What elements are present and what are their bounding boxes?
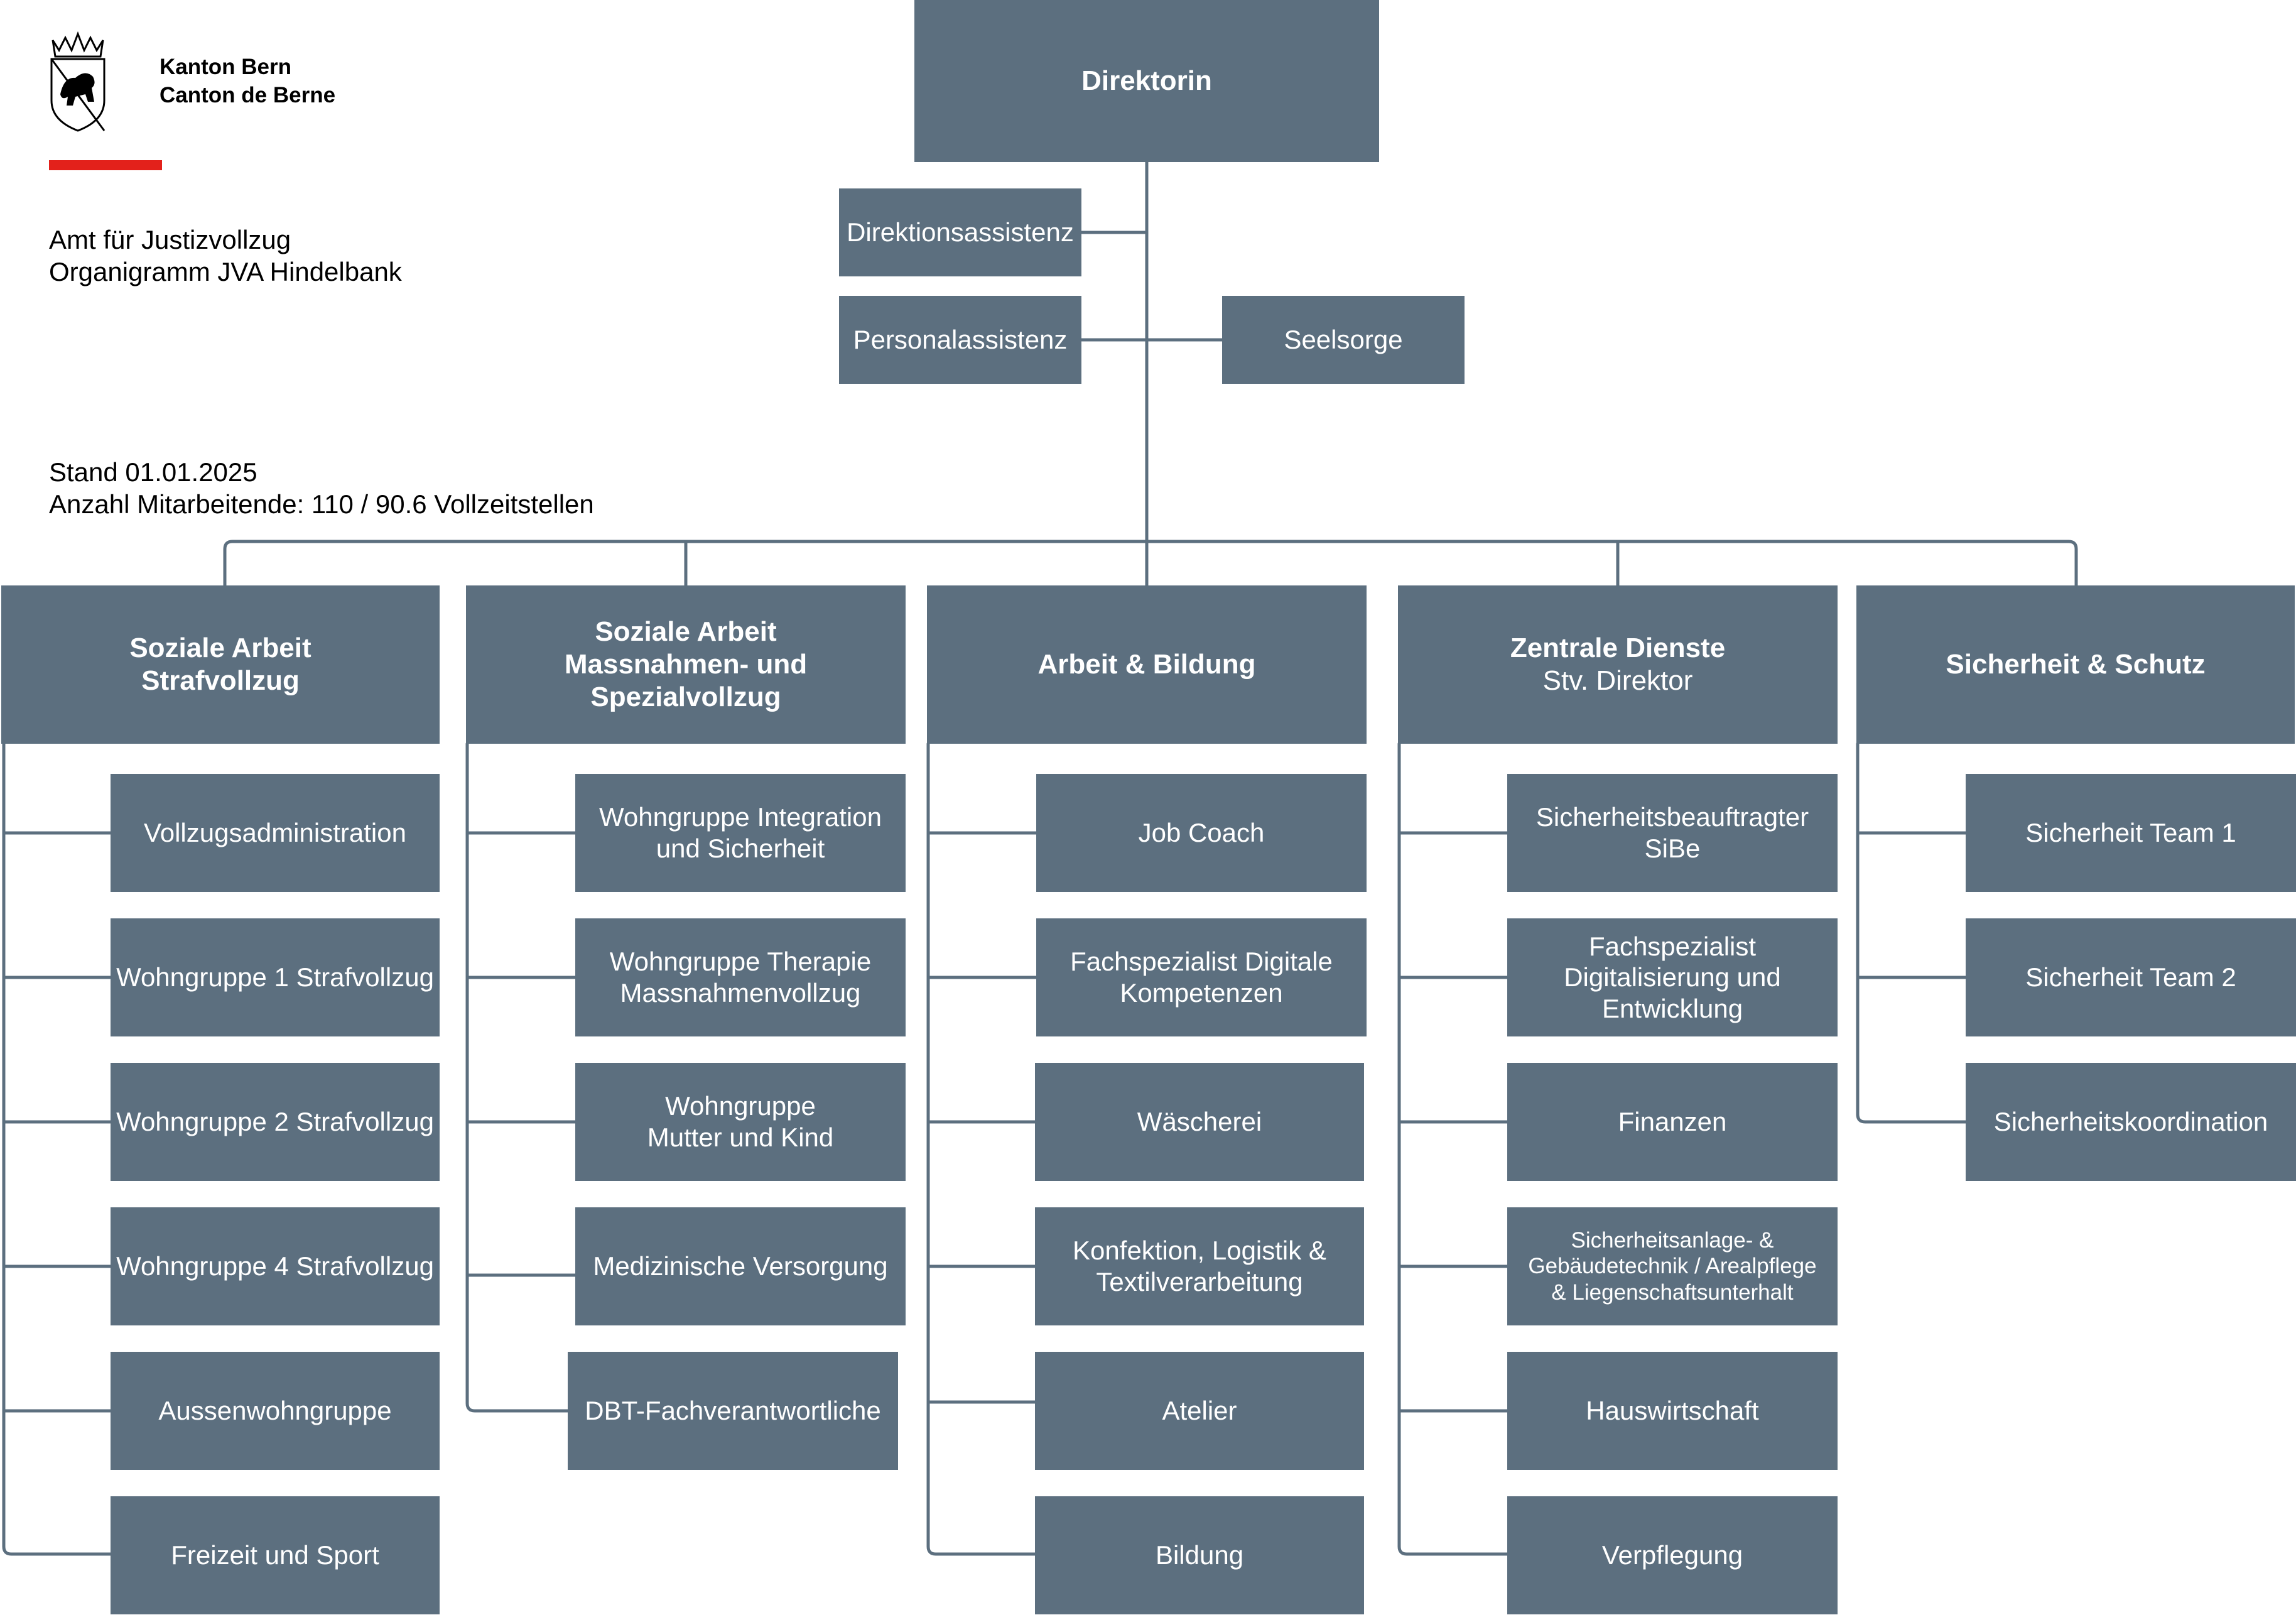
department-subtitle: Stv. Direktor: [1542, 665, 1693, 696]
unit-label: Sicherheitskoordination: [1993, 1107, 2268, 1137]
unit-label: Hauswirtschaft: [1586, 1396, 1759, 1426]
department-box-soziale-arbeit-strafvollzug: Soziale Arbeit Strafvollzug: [1, 585, 440, 744]
department-title: Soziale Arbeit Massnahmen- und Spezialvo…: [564, 616, 808, 712]
unit-label: Sicherheitsanlage- & Gebäudetechnik / Ar…: [1528, 1228, 1817, 1305]
department-bus-line: [223, 540, 2078, 587]
unit-box: DBT-Fachverantwortliche: [568, 1352, 898, 1470]
status-date: Stand 01.01.2025: [49, 457, 257, 487]
unit-label: Atelier: [1162, 1396, 1237, 1426]
unit-box: Freizeit und Sport: [111, 1496, 440, 1614]
unit-box: Konfektion, Logistik & Textilverarbeitun…: [1035, 1207, 1364, 1325]
director-label: Direktorin: [1081, 65, 1212, 97]
director-box: Direktorin: [914, 0, 1379, 162]
unit-box: Wohngruppe 1 Strafvollzug: [111, 918, 440, 1036]
unit-box: Finanzen: [1507, 1063, 1838, 1181]
unit-box: Fachspezialist Digitalisierung und Entwi…: [1507, 918, 1838, 1036]
bern-coat-of-arms-icon: [50, 31, 106, 132]
column-5-spine: [1856, 742, 1968, 1124]
unit-label: Job Coach: [1138, 818, 1265, 848]
unit-box: Wäscherei: [1035, 1063, 1364, 1181]
department-box-arbeit-bildung: Arbeit & Bildung: [927, 585, 1367, 744]
brand-accent-bar: [49, 160, 162, 170]
unit-box: Sicherheitsanlage- & Gebäudetechnik / Ar…: [1507, 1207, 1838, 1325]
department-box-zentrale-dienste: Zentrale Dienste Stv. Direktor: [1398, 585, 1838, 744]
unit-label: Sicherheit Team 2: [2025, 962, 2236, 992]
unit-label: Aussenwohngruppe: [158, 1396, 392, 1426]
column-4-spine: [1397, 742, 1509, 1556]
unit-box: Hauswirtschaft: [1507, 1352, 1838, 1470]
unit-label: Vollzugsadministration: [144, 818, 406, 848]
status-block: Stand 01.01.2025 Anzahl Mitarbeitende: 1…: [49, 456, 594, 520]
unit-label: Wohngruppe 2 Strafvollzug: [116, 1107, 434, 1137]
staff-label: Direktionsassistenz: [847, 217, 1074, 247]
unit-label: Wohngruppe 4 Strafvollzug: [116, 1251, 434, 1281]
unit-label: Konfektion, Logistik & Textilverarbeitun…: [1073, 1236, 1326, 1297]
unit-box: Wohngruppe 4 Strafvollzug: [111, 1207, 440, 1325]
unit-label: Sicherheit Team 1: [2025, 818, 2236, 848]
brand-line-de: Kanton Bern: [160, 55, 291, 79]
column-2-spine: [465, 742, 570, 1413]
unit-box: Sicherheitsbeauftragter SiBe: [1507, 774, 1838, 892]
unit-box: Wohngruppe 2 Strafvollzug: [111, 1063, 440, 1181]
unit-label: Wohngruppe Mutter und Kind: [647, 1091, 834, 1152]
unit-box: Sicherheitskoordination: [1966, 1063, 2296, 1181]
unit-label: Bildung: [1155, 1540, 1244, 1570]
unit-box: Job Coach: [1036, 774, 1367, 892]
unit-box: Sicherheit Team 1: [1966, 774, 2296, 892]
unit-box: Verpflegung: [1507, 1496, 1838, 1614]
unit-box: Vollzugsadministration: [111, 774, 440, 892]
staff-label: Seelsorge: [1284, 325, 1403, 355]
department-title: Soziale Arbeit Strafvollzug: [129, 633, 311, 696]
department-title: Sicherheit & Schutz: [1946, 649, 2206, 680]
unit-label: Fachspezialist Digitalisierung und Entwi…: [1564, 931, 1781, 1023]
column-1-spine: [2, 742, 112, 1556]
unit-box: Wohngruppe Integration und Sicherheit: [575, 774, 906, 892]
unit-box: Atelier: [1035, 1352, 1364, 1470]
unit-label: DBT-Fachverantwortliche: [585, 1396, 881, 1426]
column-3-spine: [926, 742, 1037, 1556]
unit-box: Medizinische Versorgung: [575, 1207, 906, 1325]
unit-box: Wohngruppe Therapie Massnahmenvollzug: [575, 918, 906, 1036]
department-title: Arbeit & Bildung: [1037, 649, 1256, 680]
office-name: Amt für Justizvollzug: [49, 225, 291, 254]
unit-label: Wohngruppe Therapie Massnahmenvollzug: [609, 947, 872, 1008]
staff-box-direktionsassistenz: Direktionsassistenz: [839, 188, 1081, 276]
unit-box: Aussenwohngruppe: [111, 1352, 440, 1470]
office-block: Amt für Justizvollzug Organigramm JVA Hi…: [49, 224, 402, 288]
unit-label: Fachspezialist Digitale Kompetenzen: [1070, 947, 1333, 1008]
unit-box: Fachspezialist Digitale Kompetenzen: [1036, 918, 1367, 1036]
canton-brand-name: Kanton Bern Canton de Berne: [160, 53, 335, 110]
unit-box: Wohngruppe Mutter und Kind: [575, 1063, 906, 1181]
staff-box-personalassistenz: Personalassistenz: [839, 296, 1081, 384]
brand-line-fr: Canton de Berne: [160, 82, 336, 107]
unit-box: Bildung: [1035, 1496, 1364, 1614]
unit-label: Medizinische Versorgung: [593, 1251, 888, 1281]
unit-box: Sicherheit Team 2: [1966, 918, 2296, 1036]
unit-label: Wohngruppe 1 Strafvollzug: [116, 962, 434, 992]
staff-label: Personalassistenz: [853, 325, 1068, 355]
department-title: Zentrale Dienste: [1510, 633, 1726, 664]
unit-label: Wohngruppe Integration und Sicherheit: [599, 802, 882, 863]
department-box-soziale-arbeit-massnahmen: Soziale Arbeit Massnahmen- und Spezialvo…: [466, 585, 906, 744]
unit-label: Sicherheitsbeauftragter SiBe: [1535, 802, 1809, 863]
staff-count: Anzahl Mitarbeitende: 110 / 90.6 Vollzei…: [49, 489, 594, 519]
unit-label: Freizeit und Sport: [171, 1540, 379, 1570]
unit-label: Verpflegung: [1601, 1540, 1743, 1570]
department-box-sicherheit-schutz: Sicherheit & Schutz: [1856, 585, 2295, 744]
staff-box-seelsorge: Seelsorge: [1222, 296, 1465, 384]
unit-label: Wäscherei: [1137, 1107, 1262, 1137]
chart-title: Organigramm JVA Hindelbank: [49, 257, 402, 287]
unit-label: Finanzen: [1618, 1107, 1727, 1137]
